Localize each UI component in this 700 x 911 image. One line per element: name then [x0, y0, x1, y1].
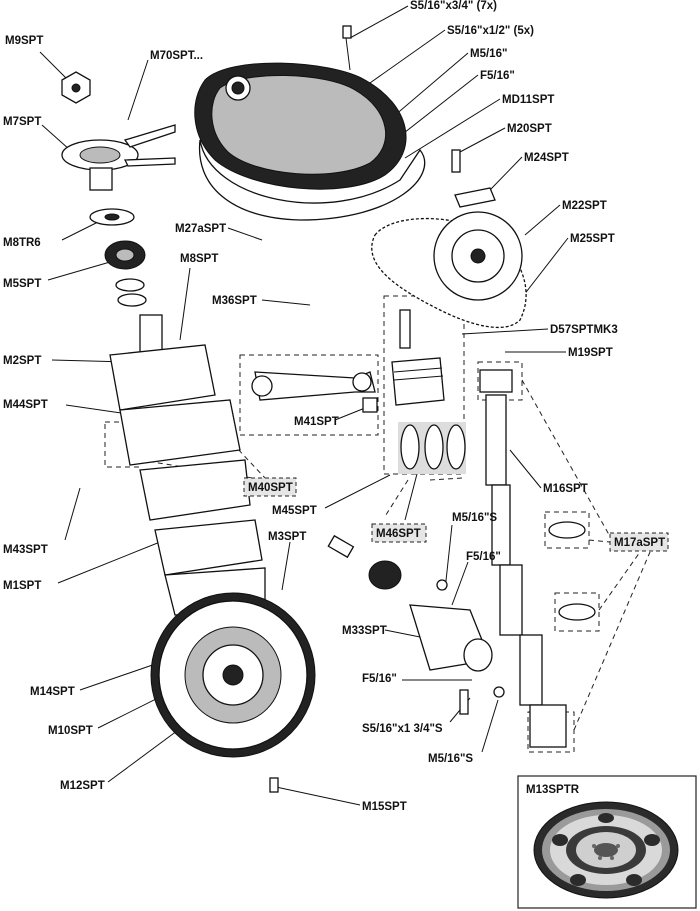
- m46spt-tag: [371, 523, 427, 543]
- label-m2spt: M2SPT: [3, 355, 41, 367]
- label-m19spt: M19SPT: [568, 347, 613, 359]
- label-m9spt: M9SPT: [5, 35, 43, 47]
- label-s5-16x1-3-4s: S5/16"x1 3/4"S: [362, 723, 443, 735]
- label-m10spt: M10SPT: [48, 725, 93, 737]
- label-m12spt: M12SPT: [60, 780, 105, 792]
- label-m27aspt: M27aSPT: [175, 223, 226, 235]
- label-m70spt: M70SPT...: [150, 50, 203, 62]
- label-m25spt: M25SPT: [570, 233, 615, 245]
- label-m41spt: M41SPT: [294, 416, 339, 428]
- label-m5-16s-upper: M5/16"S: [452, 512, 497, 524]
- washer-m8tr6: [89, 208, 135, 226]
- m40spt-tag: [243, 477, 297, 497]
- distributor-drive: [327, 534, 505, 715]
- cam-bearings: [548, 521, 596, 621]
- inset-title: M13SPTR: [526, 784, 580, 796]
- part-labels: M9SPT M70SPT... M7SPT M8TR6 M5SPT M8SPT …: [3, 0, 665, 813]
- inset-lightweight-flywheel: M13SPTR: [517, 775, 697, 909]
- sprocket-m5: [104, 240, 147, 307]
- label-m44spt: M44SPT: [3, 399, 48, 411]
- label-m1spt: M1SPT: [3, 580, 41, 592]
- label-f5-16-mid: F5/16": [466, 551, 501, 563]
- pulley-m7: [61, 124, 176, 191]
- piston: [391, 309, 445, 406]
- label-m8spt: M8SPT: [180, 253, 218, 265]
- label-m7spt: M7SPT: [3, 116, 41, 128]
- label-m8tr6: M8TR6: [3, 237, 41, 249]
- camshaft: [479, 369, 567, 748]
- inset-flywheel-image: [533, 801, 679, 899]
- label-m5spt: M5SPT: [3, 278, 41, 290]
- label-m16spt: M16SPT: [543, 483, 588, 495]
- nut-m9: [61, 71, 91, 104]
- label-s5-16x1-2: S5/16"x1/2" (5x): [447, 25, 534, 37]
- label-f5-16-low: F5/16": [362, 673, 397, 685]
- connecting-rod: [251, 371, 378, 413]
- label-m14spt: M14SPT: [30, 686, 75, 698]
- label-m3spt: M3SPT: [268, 531, 306, 543]
- bolt-m20: [451, 149, 461, 173]
- label-d57sptmk3: D57SPTMK3: [550, 324, 618, 336]
- cam-sprocket: [433, 211, 523, 301]
- label-s5-16x3-4: S5/16"x3/4" (7x): [410, 0, 497, 12]
- m17aspt-tag: [609, 532, 669, 552]
- timing-cover: [194, 25, 426, 221]
- label-m43spt: M43SPT: [3, 544, 48, 556]
- label-m40spt: M40SPT: [248, 482, 293, 494]
- label-m45spt: M45SPT: [272, 505, 317, 517]
- label-m20spt: M20SPT: [507, 123, 552, 135]
- label-m36spt: M36SPT: [212, 295, 257, 307]
- label-m17aspt: M17aSPT: [614, 537, 665, 549]
- label-m5-16s-lower: M5/16"S: [428, 753, 473, 765]
- crankshaft: [109, 314, 266, 631]
- gasket-m24: [454, 187, 496, 208]
- label-m46spt: M46SPT: [376, 528, 421, 540]
- label-m33spt: M33SPT: [342, 625, 387, 637]
- label-md11spt: MD11SPT: [502, 94, 554, 106]
- label-m24spt: M24SPT: [524, 152, 569, 164]
- label-m15spt: M15SPT: [362, 801, 407, 813]
- label-f5-16-top: F5/16": [480, 70, 515, 82]
- flywheel: [150, 592, 316, 793]
- label-m22spt: M22SPT: [562, 200, 607, 212]
- piston-rings: [398, 422, 466, 474]
- label-m5-16: M5/16": [470, 48, 507, 60]
